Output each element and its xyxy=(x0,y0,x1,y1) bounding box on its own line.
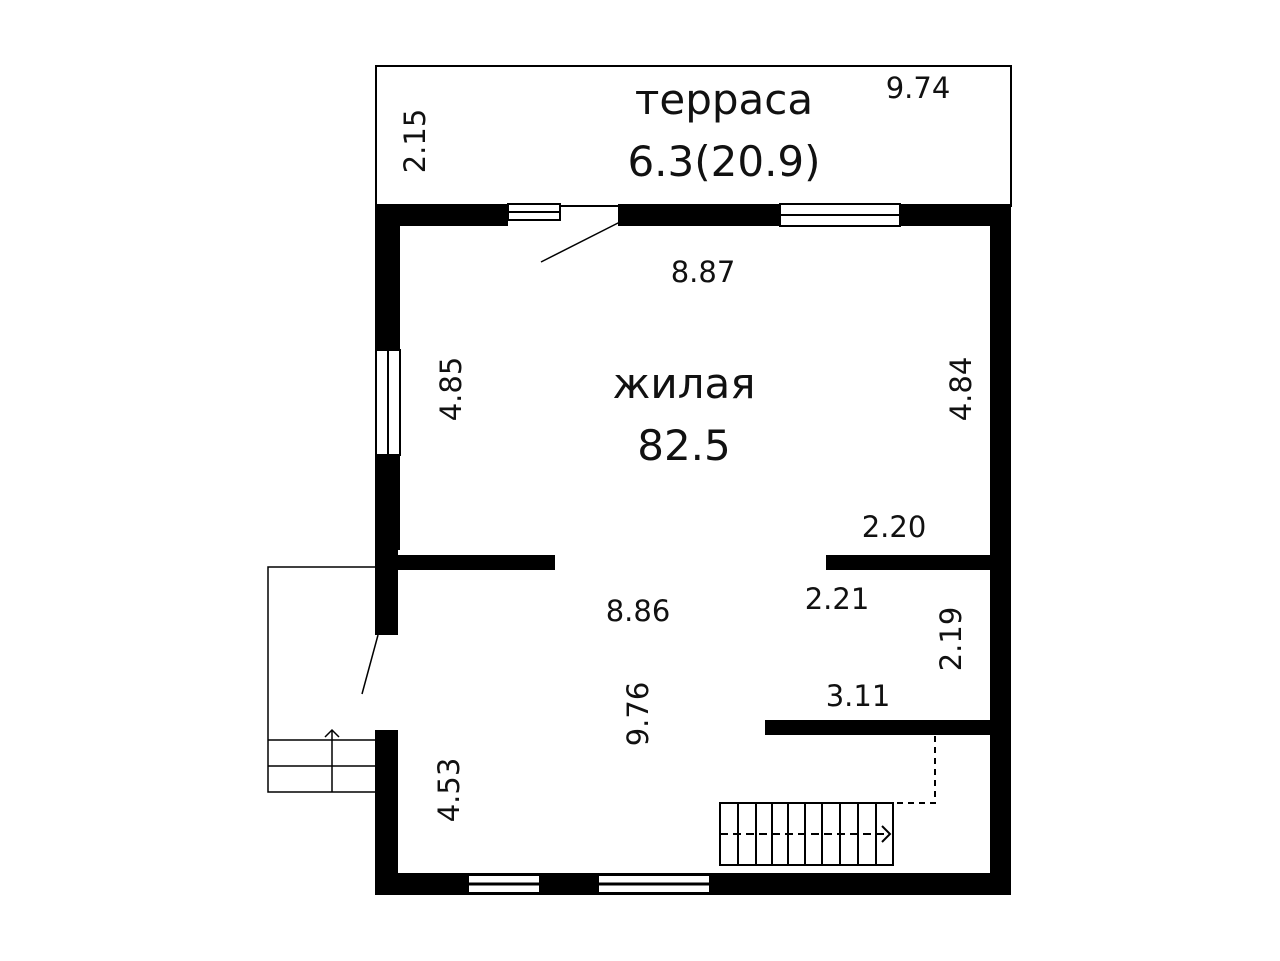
dim-left-upper: 4.85 xyxy=(434,357,468,422)
dim-small-room-top: 2.21 xyxy=(805,582,870,616)
dim-small-room-side: 2.19 xyxy=(934,607,968,672)
window-top-small xyxy=(507,203,561,221)
dim-top-inner: 8.87 xyxy=(671,255,736,289)
window-bottom xyxy=(597,874,711,894)
wall-top-mid xyxy=(618,204,780,226)
wall-top-right xyxy=(900,204,1011,226)
terrace-length: 9.74 xyxy=(886,71,951,105)
partition-right xyxy=(826,555,991,570)
wall-left-bottom xyxy=(375,730,398,895)
door-entrance xyxy=(361,634,379,695)
wall-left-upper xyxy=(375,204,400,350)
wall-left-mid xyxy=(375,455,400,550)
dim-partition-right: 2.20 xyxy=(862,510,927,544)
dim-small-room-bottom: 3.11 xyxy=(826,679,891,713)
terrace-width: 2.15 xyxy=(398,109,432,174)
dim-depth: 9.76 xyxy=(621,682,655,747)
dim-left-lower: 4.53 xyxy=(432,758,466,823)
partition-left xyxy=(398,555,555,570)
partition-lower xyxy=(765,720,991,735)
interior-stairs xyxy=(719,736,936,866)
wall-right xyxy=(990,204,1011,895)
living-area: 82.5 xyxy=(637,421,731,470)
dim-middle: 8.86 xyxy=(606,594,671,628)
wall-left-lower xyxy=(375,548,398,635)
door-terrace xyxy=(540,221,621,263)
dim-right-upper: 4.84 xyxy=(944,357,978,422)
window-bottom-small xyxy=(467,874,541,894)
window-left xyxy=(375,349,401,456)
exterior-stairs xyxy=(267,566,375,793)
wall-top-left xyxy=(375,204,508,226)
terrace-area: 6.3(20.9) xyxy=(627,137,820,186)
window-top xyxy=(779,203,901,227)
terrace-name: терраса xyxy=(635,75,813,124)
living-name: жилая xyxy=(613,359,756,408)
